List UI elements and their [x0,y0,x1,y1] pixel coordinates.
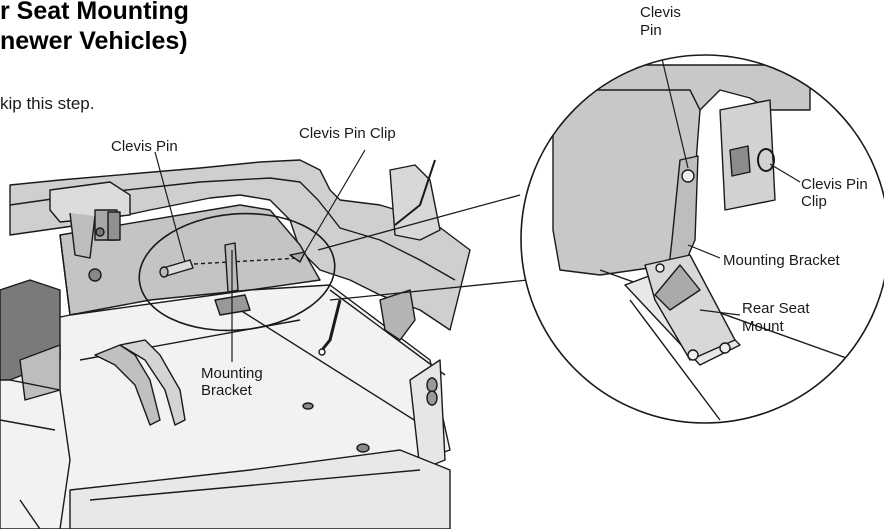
detail-circle [520,54,884,424]
detail-label-clevis-pin-clip-2: Clip [801,193,827,210]
main-label-clevis-pin: Clevis Pin [111,138,178,155]
detail-label-rear-seat-mount-2: Mount [742,318,785,335]
heading-line-1: r Seat Mounting [0,0,189,25]
detail-label-clevis-pin-clip-1: Clevis Pin [801,176,868,193]
detail-view [521,55,884,423]
vehicle-bed-drawing [0,149,529,529]
instruction-text: kip this step. [0,94,95,113]
detail-label-clevis-pin-2: Pin [640,22,662,39]
detail-label-mounting-bracket: Mounting Bracket [723,252,841,269]
heading-line-2: newer Vehicles) [0,27,188,55]
detail-label-backdrop [630,4,688,44]
main-label-clevis-pin-clip: Clevis Pin Clip [299,125,396,142]
main-label-mounting-bracket-2: Bracket [201,382,253,399]
detail-label-rear-seat-mount-1: Rear Seat [742,300,810,317]
detail-label-clevis-pin-1: Clevis [640,4,681,21]
main-label-mounting-bracket-1: Mounting [201,365,263,382]
